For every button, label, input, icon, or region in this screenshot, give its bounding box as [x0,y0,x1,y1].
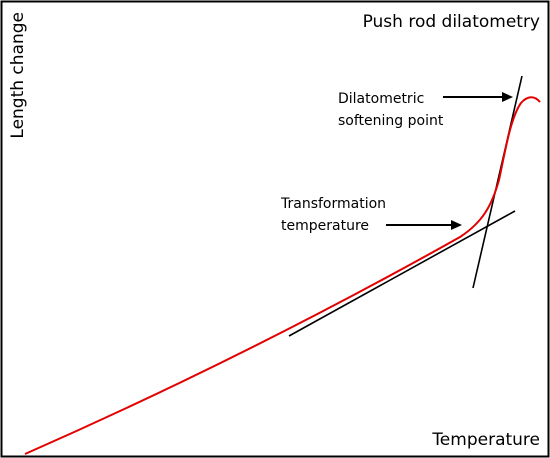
annotation-transformation-line1: Transformation [280,196,386,212]
annotation-softening-arrow [443,92,513,102]
dilatometry-curve [24,96,541,455]
chart-title: Push rod dilatometry [363,12,540,32]
annotation-transformation-line2: temperature [281,218,369,234]
x-axis-label: Temperature [431,430,540,450]
annotation-softening-line2: softening point [338,113,444,129]
annotation-transformation-arrow [386,220,462,230]
tangent-line-lower [288,210,516,337]
annotation-softening-line1: Dilatometric [338,91,424,107]
y-axis-label: Length change [8,12,28,139]
